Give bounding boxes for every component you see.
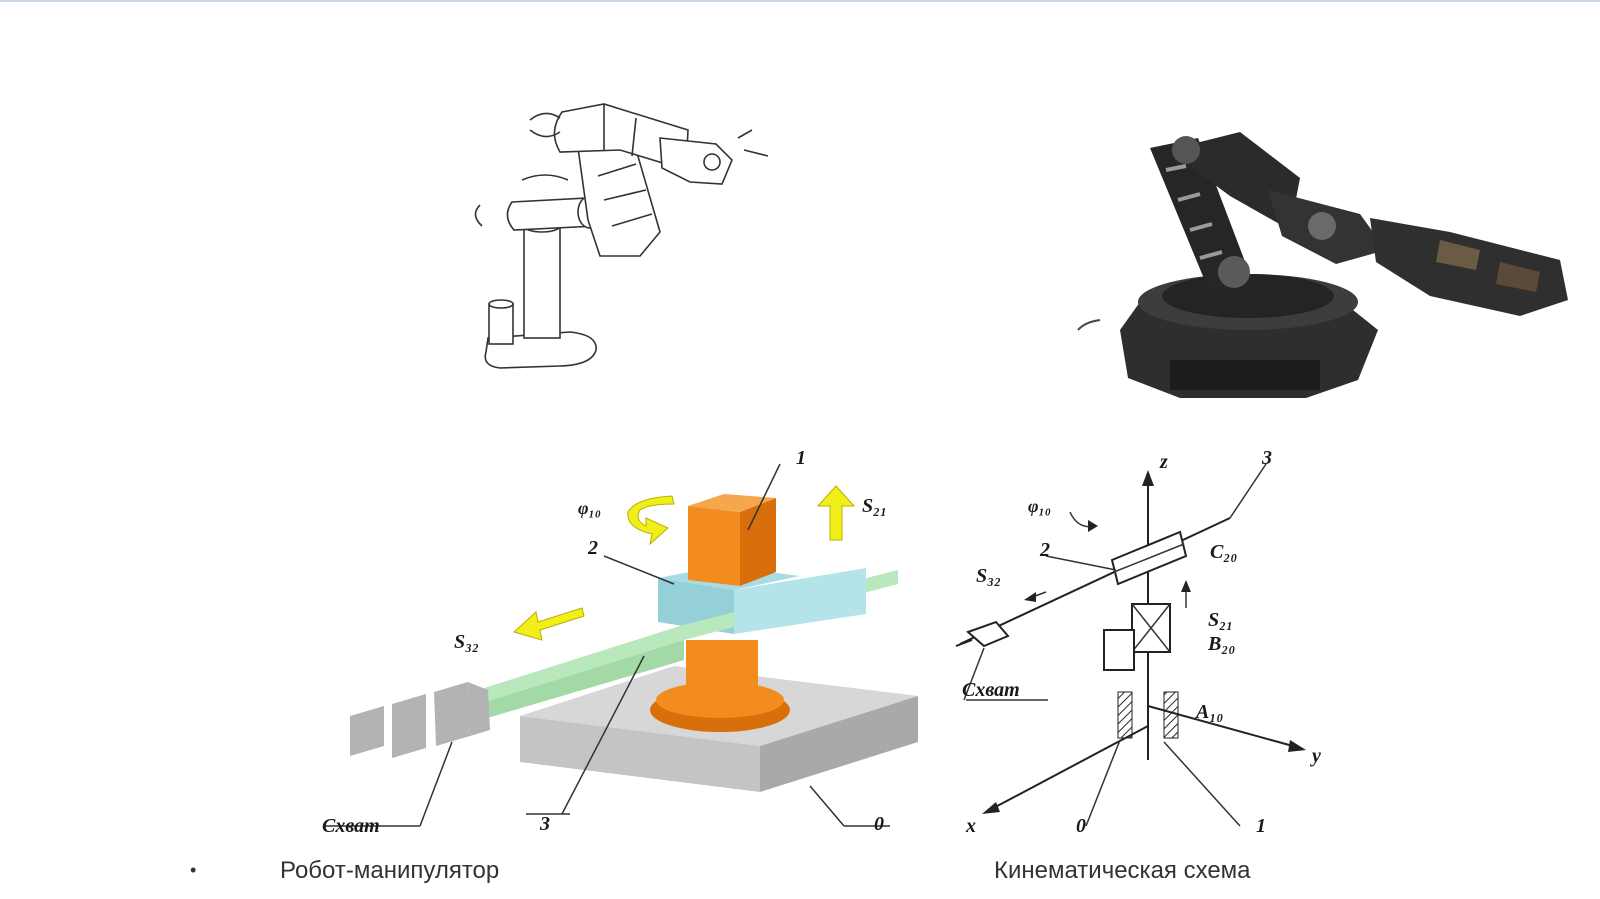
axis-z: z [1159,451,1168,473]
label-b: B₂₀ [1207,633,1235,655]
label-s21: S₂₁ [862,495,887,517]
robot-line-drawing [474,103,769,369]
kinematic-scheme: z x y 3 2 0 1 φ₁₀ S₃₂ S₂₁ C₂₀ B₂₀ A₁₀ Сх… [955,447,1321,837]
base-front [520,716,760,792]
robot-photo-forearm [1168,132,1300,230]
column-lower [686,640,758,702]
label-3: 3 [1261,447,1272,469]
label-carriage: 2 [587,537,598,559]
column-upper-top [688,494,776,512]
caption-bullet: • [190,860,196,880]
label-arm: 3 [539,813,550,835]
robot-drawing-post [488,303,514,345]
robot-3d-diagram: 1 2 3 0 φ₁₀ S₂₁ S₃₂ Схват [322,447,918,837]
carriage-side [734,568,866,634]
label-a: A₁₀ [1194,701,1223,723]
robot-drawing-column [523,225,561,339]
caption-left: Робот-манипулятор [280,857,499,884]
label-gripper: Схват [322,815,380,837]
label-s21-k: S₂₁ [1208,609,1233,631]
joint-a [1117,691,1133,739]
kinematic-gripper [955,620,1010,648]
arm-side [440,640,684,732]
label-0: 0 [1076,815,1086,837]
column-upper-side [740,498,776,586]
rotation-arrow-icon [627,495,675,546]
caption-right: Кинематическая схема [994,857,1251,884]
label-s32-k: S₃₂ [976,565,1001,587]
translation-arrow-s32 [512,607,585,641]
base-side [760,696,918,792]
robot-photo [1077,132,1568,398]
axis-x: x [965,815,976,837]
label-base: 0 [874,813,884,835]
translation-arrow-icon [816,485,856,541]
rotation-arrow-icon [529,112,561,138]
label-column: 1 [796,447,806,469]
top-border [0,0,1600,2]
gripper [350,682,490,758]
label-gripper-k: Схват [962,679,1020,701]
label-1: 1 [1256,815,1266,837]
label-2: 2 [1039,539,1050,561]
robot-drawing-wrist [659,137,733,185]
column-upper-front [688,506,740,586]
axis-y: y [1310,745,1321,767]
label-phi: φ₁₀ [578,498,601,518]
label-c: C₂₀ [1210,541,1237,563]
label-s32: S₃₂ [454,631,479,653]
label-phi-k: φ₁₀ [1028,496,1051,516]
